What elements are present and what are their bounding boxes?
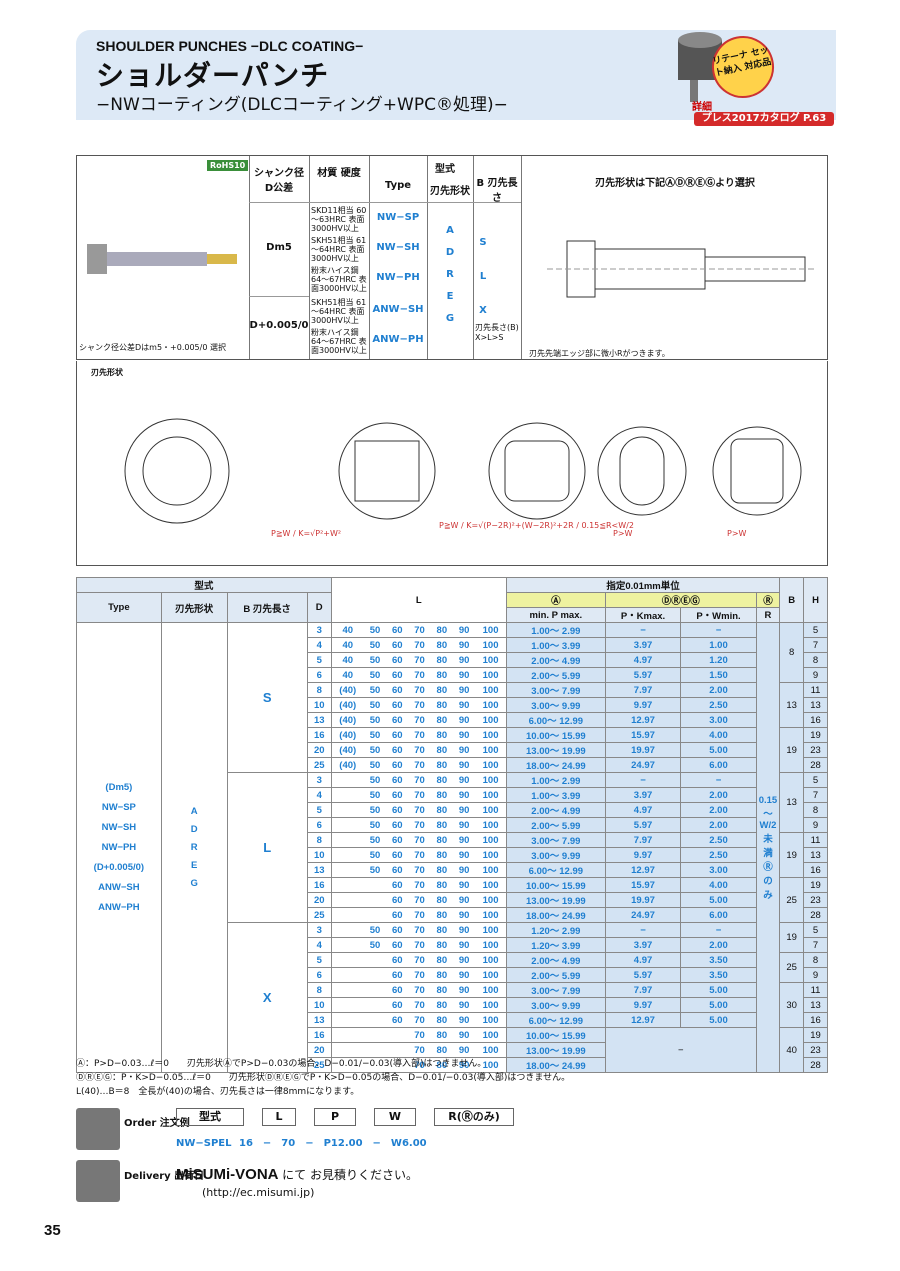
rohs-badge: RoHS10 bbox=[207, 160, 249, 171]
order-example: NW−SPEL 16 − 70 − P12.00 − W6.00 bbox=[176, 1138, 427, 1149]
order-box-L: L bbox=[262, 1108, 296, 1126]
d005-label: D+0.005/0 bbox=[249, 320, 309, 331]
th-type: 型式 bbox=[76, 577, 332, 593]
dm5-label: Dm5 bbox=[266, 242, 292, 253]
mat-1: SKD11相当 60～63HRC 表面3000HV以上 bbox=[311, 206, 367, 233]
blen-cell: S bbox=[226, 622, 308, 773]
punch-dimension-drawing bbox=[547, 240, 817, 298]
mat-4: SKH51相当 61～64HRC 表面3000HV以上 bbox=[311, 298, 367, 325]
shape-r-drawing bbox=[488, 422, 586, 520]
th-minmax: min. P max. bbox=[505, 607, 606, 623]
shape-g-drawing bbox=[712, 426, 802, 516]
order-phone-icon bbox=[76, 1108, 120, 1150]
misumi-logo: MiSUMi-VONA にて お見積りください。 bbox=[176, 1166, 418, 1183]
shape-a-drawing bbox=[124, 418, 230, 524]
type-1: NW−SP bbox=[376, 212, 420, 223]
shank-note: シャンク径公差Dはm5・+0.005/0 選択 bbox=[79, 343, 226, 352]
punch-image bbox=[87, 244, 237, 274]
col-right: 刃先形状は下記ⒶⒹⓇⒺⒼより選択 bbox=[595, 178, 755, 189]
edge-note: 刃先先端エッジ部に微小Rがつきます。 bbox=[529, 349, 670, 358]
subtitle: −NWコーティング(DLCコーティング+WPC®処理)− bbox=[96, 95, 508, 115]
misumi-url[interactable]: (http://ec.misumi.jp) bbox=[202, 1186, 315, 1199]
mat-3: 粉末ハイス鋼 64～67HRC 表面3000HV以上 bbox=[311, 266, 367, 293]
shape-e-notes: P>W bbox=[613, 529, 633, 538]
col-material: 材質 硬度 bbox=[317, 168, 361, 179]
shape-section: 刃先形状 P≧W / K=√P²+W² P≧W / K=√(P−2R)²+(W−… bbox=[76, 361, 828, 566]
catalog-link[interactable]: プレス2017カタログ P.63 bbox=[694, 112, 834, 126]
type-3: NW−PH bbox=[376, 272, 420, 283]
shape-d-drawing bbox=[338, 422, 436, 520]
shape-title-a: 刃先形状 bbox=[91, 368, 123, 377]
type-2: NW−SH bbox=[376, 242, 420, 253]
blen-cell: X bbox=[226, 922, 308, 1073]
th-DREG: ⒹⓇⒺⒼ bbox=[604, 592, 757, 608]
col-type-en: Type bbox=[384, 180, 412, 191]
blen-note: 刃先長さ(B) X>L>S bbox=[475, 323, 519, 342]
table-notes: Ⓐ：P>D−0.03…ℓ＝0 刃先形状ⒶでP>D−0.03の場合、D−0.01/… bbox=[76, 1057, 570, 1099]
th-H: H bbox=[803, 577, 828, 623]
col-blen: B 刃先長さ bbox=[476, 178, 518, 204]
type-5: ANW−PH bbox=[372, 334, 424, 345]
spec-block: RoHS10 シャンク径公差Dはm5・+0.005/0 選択 シャンク径 D公差… bbox=[76, 155, 828, 360]
detail-label: 詳細 bbox=[692, 102, 712, 113]
order-label: Order 注文例 bbox=[124, 1118, 190, 1129]
order-box-W: W bbox=[374, 1108, 416, 1126]
col-type: 型式 bbox=[435, 164, 455, 175]
shape-e-drawing bbox=[597, 426, 687, 516]
note-3: L(40)…B＝8 全長が(40)の場合、刃先長さは一律8mmになります。 bbox=[76, 1087, 360, 1097]
order-box-P: P bbox=[314, 1108, 356, 1126]
mat-2: SKH51相当 61～64HRC 表面3000HV以上 bbox=[311, 236, 367, 263]
shape-d-notes: P≧W / K=√P²+W² bbox=[271, 529, 342, 538]
title-ja: ショルダーパンチ bbox=[96, 59, 330, 92]
th-B: B bbox=[779, 577, 805, 623]
shape-r-notes: P≧W / K=√(P−2R)²+(W−2R)²+2R / 0.15≦R<W/2 bbox=[439, 521, 634, 530]
th-L: L bbox=[330, 577, 507, 623]
note-1: Ⓐ：P>D−0.03…ℓ＝0 刃先形状ⒶでP>D−0.03の場合、D−0.01/… bbox=[76, 1059, 487, 1069]
col-shank: シャンク径 D公差 bbox=[254, 168, 304, 194]
th-typeen: Type bbox=[76, 592, 162, 623]
th-blen: B 刃先長さ bbox=[226, 592, 308, 623]
th-A: Ⓐ bbox=[505, 592, 606, 608]
th-wmin: P・Wmin. bbox=[680, 607, 757, 623]
delivery-label: Delivery 出荷日 bbox=[124, 1171, 205, 1182]
th-r2: R bbox=[755, 607, 781, 623]
order-box-type: 型式 bbox=[176, 1108, 244, 1126]
mat-5: 粉末ハイス鋼 64～67HRC 表面3000HV以上 bbox=[311, 328, 367, 355]
th-shape: 刃先形状 bbox=[160, 592, 228, 623]
th-kmax: P・Kmax. bbox=[604, 607, 682, 623]
delivery-truck-icon bbox=[76, 1160, 120, 1202]
shape-g-notes: P>W bbox=[727, 529, 747, 538]
page-number: 35 bbox=[44, 1222, 61, 1239]
title-en: SHOULDER PUNCHES −DLC COATING− bbox=[96, 38, 364, 54]
col-shape: 刃先形状 bbox=[430, 186, 470, 197]
th-D: D bbox=[306, 592, 332, 623]
th-R: Ⓡ bbox=[755, 592, 781, 608]
order-box-R: R(Ⓡのみ) bbox=[434, 1108, 514, 1126]
r-range-cell: 0.15～W/2未満 Ⓡのみ bbox=[755, 622, 781, 1073]
note-2: ⒹⓇⒺⒼ：P・K>D−0.05…ℓ＝0 刃先形状ⒹⓇⒺⒼでP・K>D−0.05の… bbox=[76, 1073, 571, 1083]
th-unit: 指定0.01mm単位 bbox=[505, 577, 781, 593]
type-4: ANW−SH bbox=[372, 304, 424, 315]
blen-cell: L bbox=[226, 772, 308, 923]
